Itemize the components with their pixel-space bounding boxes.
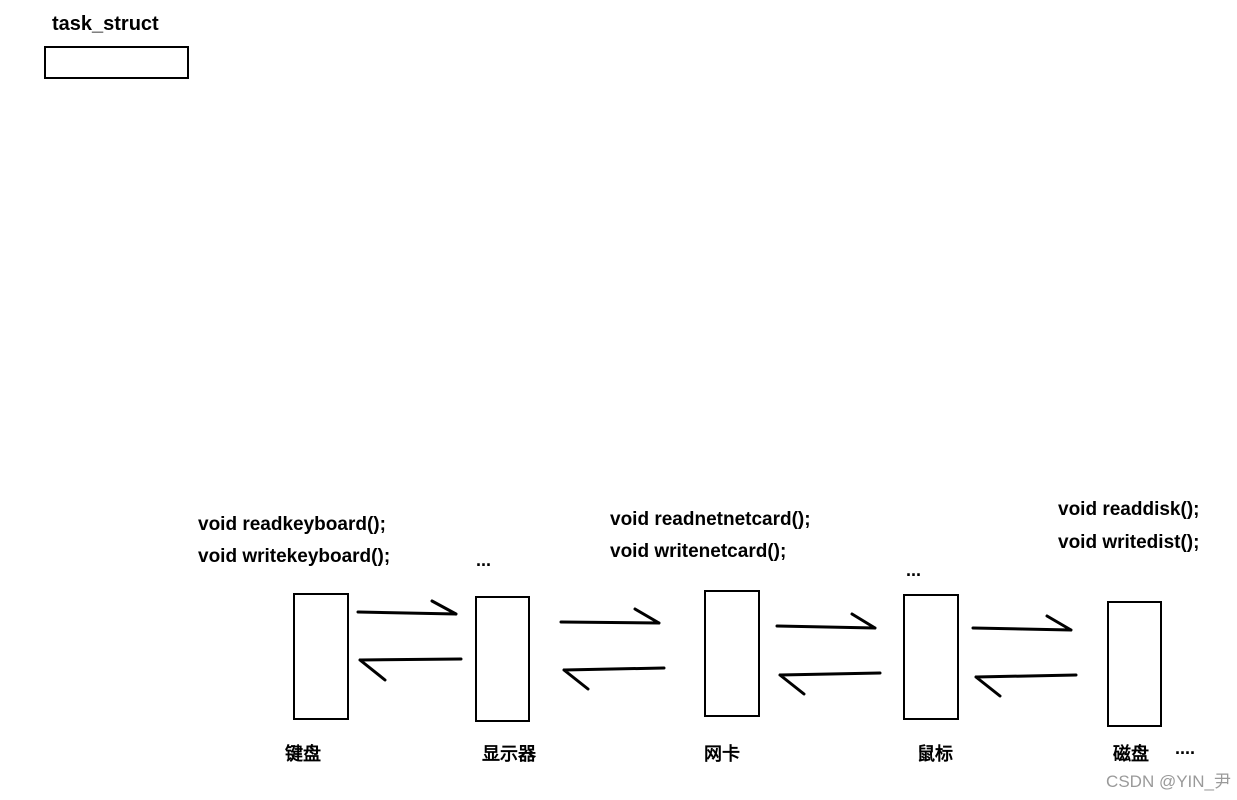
netcard-box — [704, 590, 760, 717]
arrow-mouse-to-netcard — [778, 671, 882, 696]
keyboard-label: 键盘 — [285, 744, 321, 764]
keyboard-box — [293, 593, 349, 720]
netcard-read-func: void readnetnetcard(); — [610, 509, 811, 530]
display-func-ellipsis: ... — [476, 550, 492, 570]
arrow-mouse-to-disk — [971, 614, 1073, 632]
arrow-netcard-to-mouse — [775, 612, 877, 630]
arrow-disk-to-mouse — [974, 673, 1078, 698]
keyboard-read-func: void readkeyboard(); — [198, 514, 386, 535]
disk-box — [1107, 601, 1162, 727]
arrow-display-to-netcard — [559, 607, 661, 625]
arrow-netcard-to-display — [562, 666, 666, 691]
display-box — [475, 596, 530, 722]
csdn-watermark: CSDN @YIN_尹 — [1106, 772, 1231, 791]
disk-label: 磁盘 — [1113, 744, 1149, 764]
mouse-label: 鼠标 — [917, 744, 953, 764]
mouse-box — [903, 594, 959, 720]
display-label: 显示器 — [482, 744, 536, 764]
task-struct-box — [44, 46, 189, 79]
disk-write-func: void writedist(); — [1058, 532, 1200, 553]
arrow-keyboard-to-display — [356, 599, 458, 616]
disk-read-func: void readdisk(); — [1058, 499, 1200, 520]
more-devices-ellipsis: .... — [1175, 738, 1196, 758]
netcard-write-func: void writenetcard(); — [610, 541, 787, 562]
arrow-display-to-keyboard — [358, 657, 463, 682]
mouse-func-ellipsis: ... — [906, 560, 922, 580]
keyboard-write-func: void writekeyboard(); — [198, 546, 391, 567]
netcard-label: 网卡 — [704, 744, 740, 764]
task-struct-label: task_struct — [52, 13, 159, 35]
